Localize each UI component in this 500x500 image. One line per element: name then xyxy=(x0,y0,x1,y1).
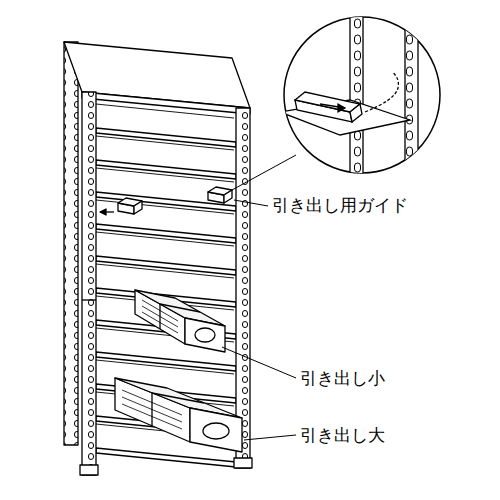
foot xyxy=(234,458,252,468)
arrowhead xyxy=(100,209,106,215)
shelf-lip xyxy=(96,352,236,371)
shelf-back-edge xyxy=(96,360,234,374)
detail-callout xyxy=(280,10,440,180)
shelf-back-edge xyxy=(96,168,234,182)
shelf-lip xyxy=(96,192,236,211)
large-drawer xyxy=(115,378,242,452)
shelf-back-edge xyxy=(96,200,234,214)
shelf-back-edge xyxy=(96,232,234,246)
part-label: 引き出し用ガイド xyxy=(270,195,410,215)
shelf-back-edge xyxy=(96,136,234,150)
shelf-lip xyxy=(96,256,236,275)
part-label: 引き出し小 xyxy=(298,368,387,388)
shelf-lip xyxy=(96,128,236,147)
shelf-lip xyxy=(96,224,236,243)
drawer-guide xyxy=(118,198,142,214)
shelf-back-edge xyxy=(96,264,234,278)
shelf-lip xyxy=(96,160,236,179)
small-drawer xyxy=(135,290,225,352)
front-post xyxy=(236,108,250,468)
back-post xyxy=(64,42,78,445)
post-joint xyxy=(82,299,96,300)
drawer-guide xyxy=(208,187,232,203)
front-post xyxy=(82,92,96,475)
shelf-lip xyxy=(96,448,236,467)
foot xyxy=(80,465,98,475)
shelf-back-edge xyxy=(96,104,234,118)
part-label: 引き出し大 xyxy=(298,425,387,445)
